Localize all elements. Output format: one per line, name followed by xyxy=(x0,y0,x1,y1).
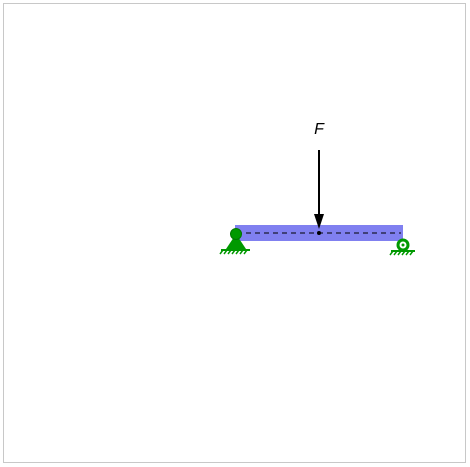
force-label: F xyxy=(314,121,325,138)
pin-support-icon xyxy=(219,228,250,255)
load-point xyxy=(317,231,321,235)
roller-support-icon xyxy=(389,238,415,256)
force-arrowhead-icon xyxy=(314,214,324,229)
